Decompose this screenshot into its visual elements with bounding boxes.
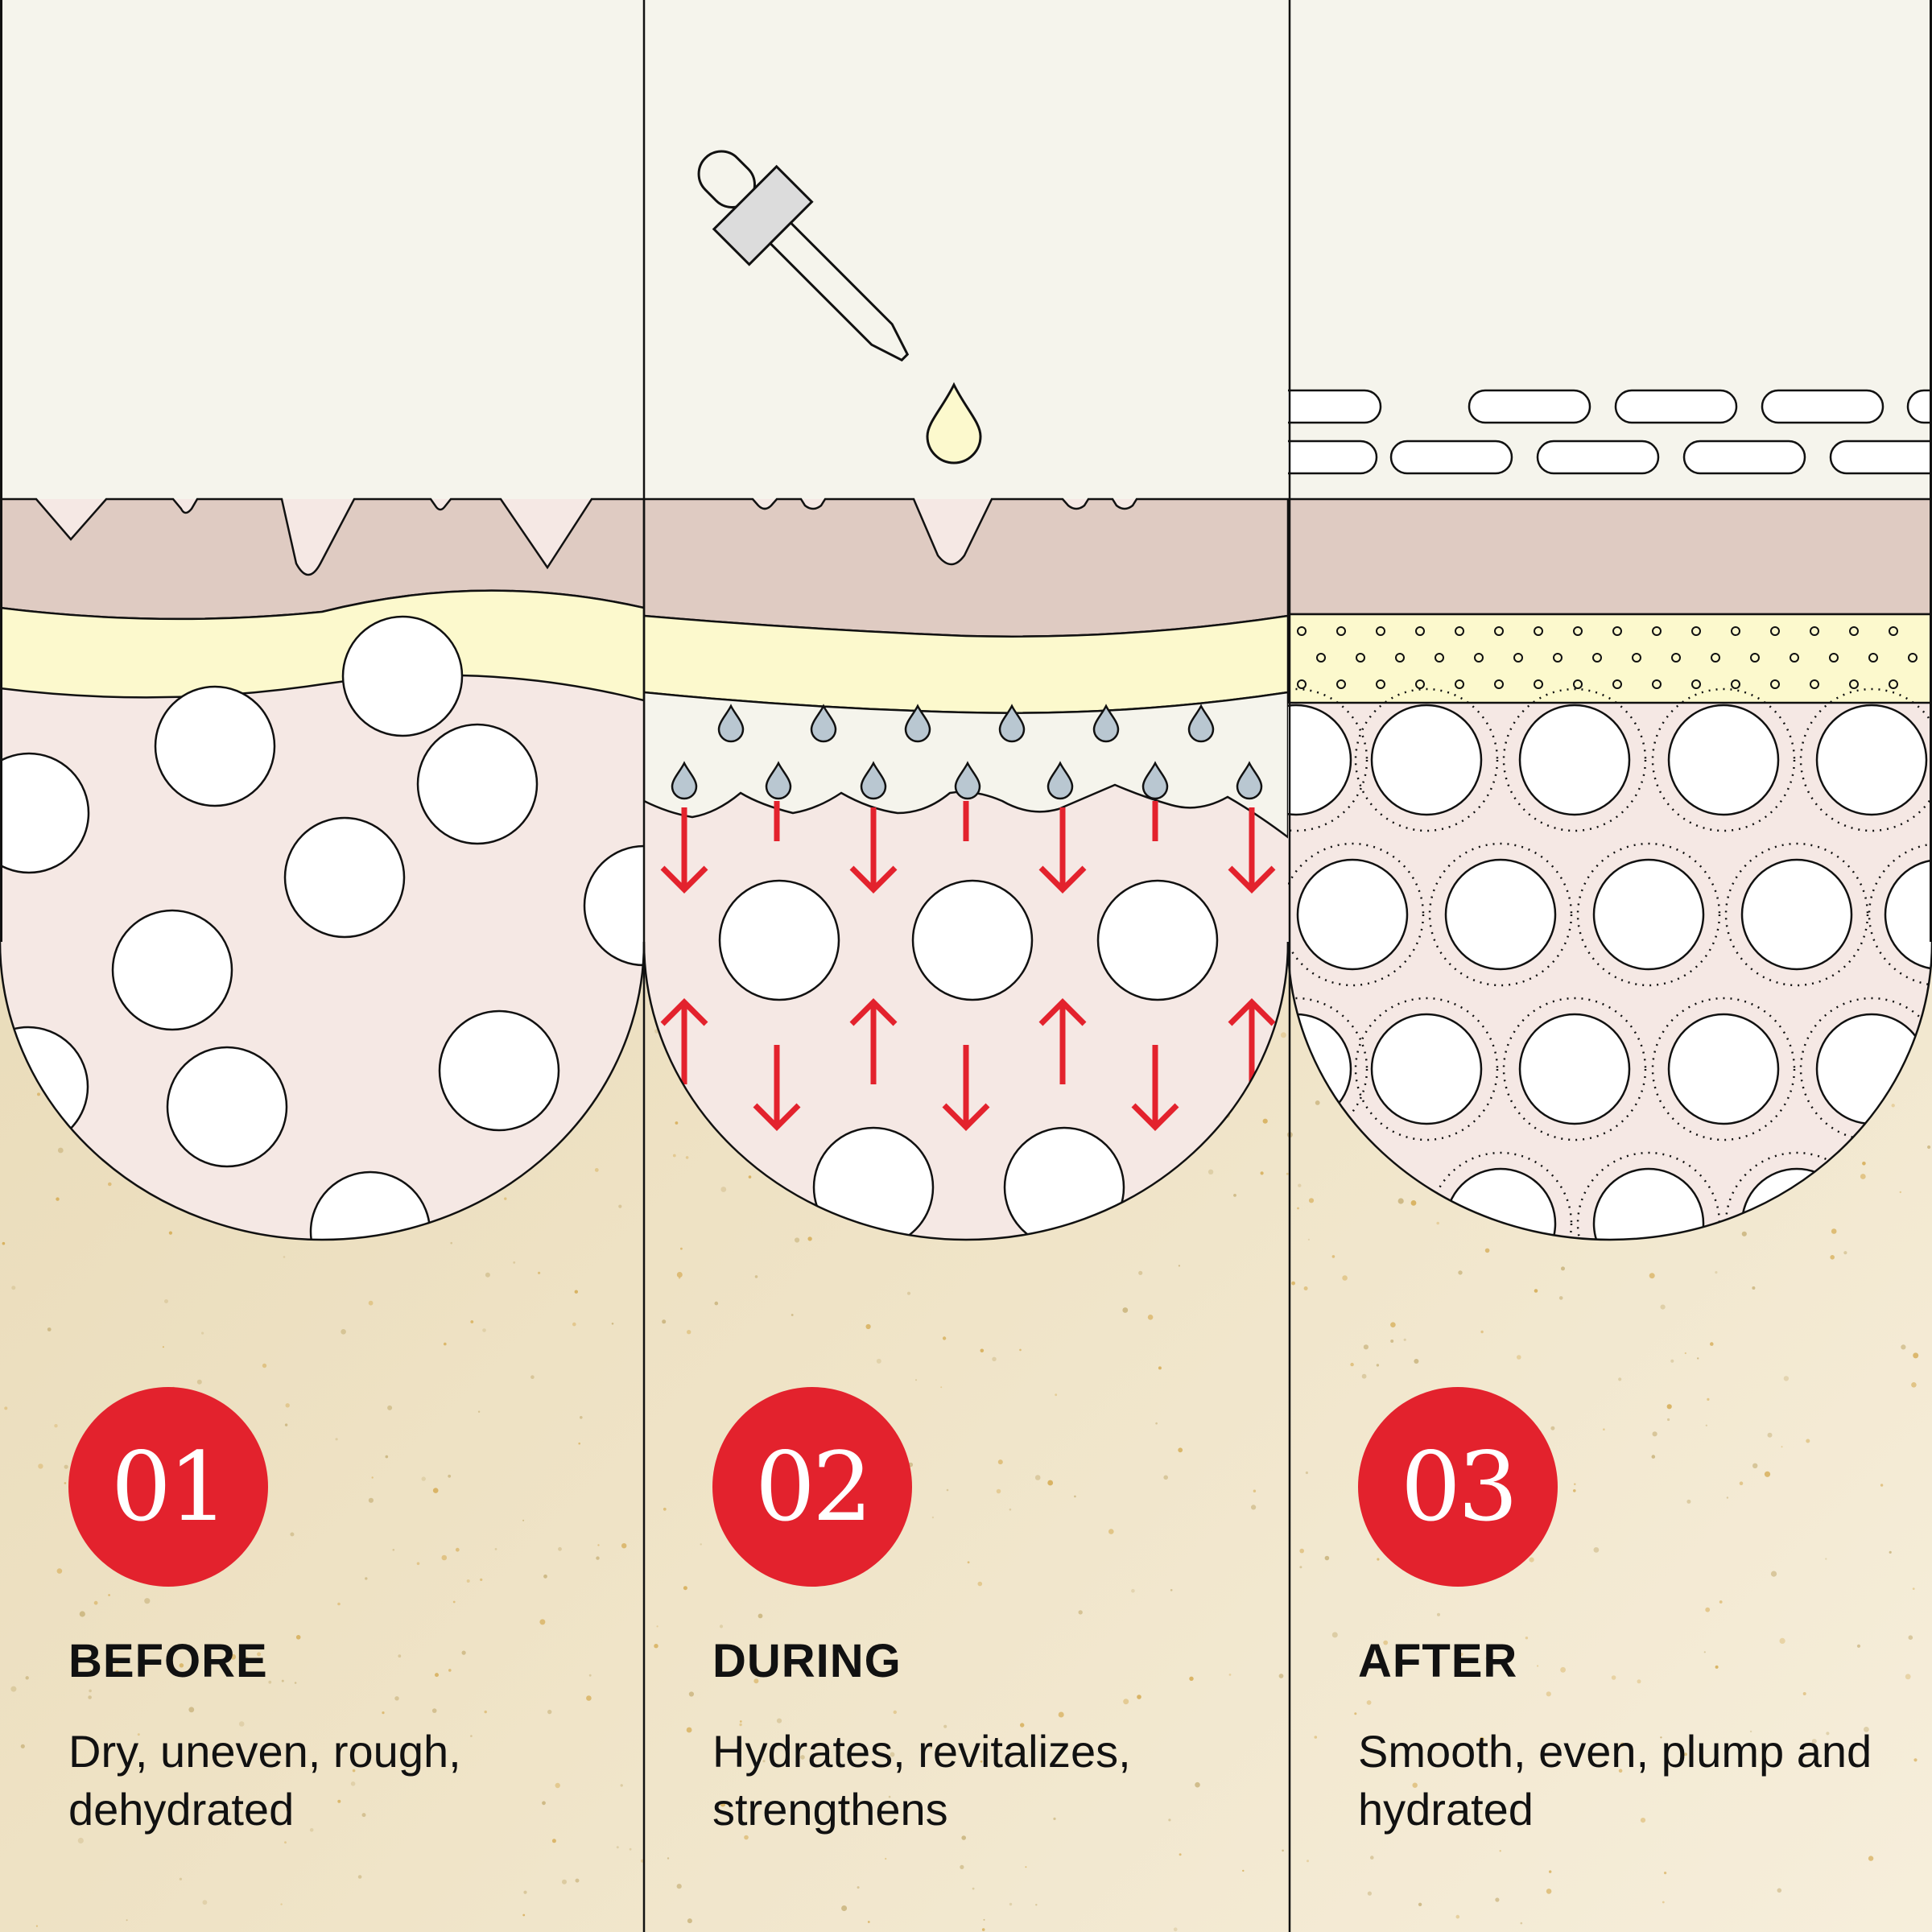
hydration-dot (1652, 679, 1662, 689)
hydration-dot (1810, 679, 1819, 689)
water-drop-icon (998, 704, 1026, 743)
skin-cell (1518, 704, 1631, 816)
hydration-dot (1455, 679, 1464, 689)
barrier-pill (1614, 389, 1738, 424)
skin-cell (583, 844, 644, 967)
skin-cell (911, 879, 1034, 1001)
skin-cell (1444, 858, 1557, 971)
skin-cell (1096, 879, 1219, 1001)
skin-cell (1370, 704, 1483, 816)
water-drop-icon (1141, 761, 1169, 800)
skin-cell (0, 752, 90, 874)
hydration-dot (1415, 626, 1425, 636)
hydration-dot (1494, 626, 1504, 636)
water-drop-icon (765, 761, 792, 800)
hydration-dot (1297, 626, 1307, 636)
hydration-dot (1849, 626, 1859, 636)
hydration-dot (1731, 626, 1740, 636)
step-description: Smooth, even, plump and hydrated (1358, 1726, 1872, 1835)
skin-cell (1592, 858, 1705, 971)
water-drop-icon (810, 704, 837, 743)
barrier-pill (1536, 440, 1660, 475)
panel-after-illustration (1288, 0, 1932, 1240)
hydration-dot (1336, 679, 1346, 689)
skin-cell (1815, 704, 1928, 816)
skin-cell (416, 723, 539, 845)
water-drop-icon (1236, 761, 1263, 800)
barrier-pill (1829, 440, 1932, 475)
water-drop-icon (1187, 704, 1215, 743)
hydration-dot (1534, 626, 1543, 636)
water-drop-icon (904, 704, 931, 743)
panel-before: 01 BEFORE Dry, uneven, rough, dehydrated (0, 0, 644, 1932)
skin-cell (166, 1046, 288, 1168)
skin-cell (1667, 1013, 1780, 1125)
barrier-pill (1389, 440, 1513, 475)
hydration-dot (1297, 679, 1307, 689)
panel-during: 02 DURING Hydrates, revitalizes, strengt… (644, 0, 1288, 1932)
skin-cell (1740, 858, 1853, 971)
hydration-dot (1376, 626, 1385, 636)
hydration-dot (1336, 626, 1346, 636)
barrier-pill (1288, 440, 1378, 475)
hydration-dot (1770, 626, 1780, 636)
epidermis-layer (1288, 497, 1932, 616)
panel-after: 03 AFTER Smooth, even, plump and hydrate… (1290, 0, 1932, 1932)
skin-cell (1592, 1167, 1705, 1240)
hydration-dot (1691, 626, 1701, 636)
step-description: Hydrates, revitalizes, strengthens (712, 1726, 1131, 1835)
barrier-pill (1761, 389, 1885, 424)
skin-cell (1518, 1013, 1631, 1125)
hydration-dot (1573, 679, 1583, 689)
skin-cell (111, 909, 233, 1031)
step-title: DURING (712, 1635, 902, 1687)
hydration-dot (1573, 626, 1583, 636)
step-number-badge: 01 (68, 1387, 268, 1587)
barrier-pill (1906, 389, 1932, 424)
serum-drop-icon (926, 382, 982, 464)
skin-cell (341, 615, 464, 737)
step-title: AFTER (1358, 1635, 1518, 1687)
skin-cell (1288, 704, 1352, 816)
hydration-dot (1810, 626, 1819, 636)
water-drop-icon (1092, 704, 1120, 743)
water-drop-icon (1046, 761, 1074, 800)
skin-cell (438, 1009, 560, 1132)
hydration-dot (1455, 626, 1464, 636)
step-description: Dry, uneven, rough, dehydrated (68, 1726, 461, 1835)
hydration-dot (1770, 679, 1780, 689)
skin-cell (1370, 1013, 1483, 1125)
hydration-dot (1889, 626, 1898, 636)
step-number-badge: 02 (712, 1387, 912, 1587)
hydration-dot (1731, 679, 1740, 689)
hydration-dot (1889, 679, 1898, 689)
hydration-dot (1612, 679, 1622, 689)
step-title: BEFORE (68, 1635, 268, 1687)
barrier-pill (1682, 440, 1806, 475)
hydration-dot (1415, 679, 1425, 689)
hydration-dot (1849, 679, 1859, 689)
skin-cell (1667, 704, 1780, 816)
skin-cell (1884, 858, 1932, 971)
hydration-dot (1376, 679, 1385, 689)
water-drop-icon (671, 761, 698, 800)
dropper-icon (697, 150, 910, 362)
hydration-dot (1534, 679, 1543, 689)
water-drop-icon (717, 704, 745, 743)
skin-cell (154, 685, 276, 807)
panel-before-illustration (0, 0, 644, 1240)
barrier-pill (1468, 389, 1591, 424)
hydration-dot (1494, 679, 1504, 689)
skin-cell (718, 879, 840, 1001)
step-number-badge: 03 (1358, 1387, 1558, 1587)
hydration-dot (1612, 626, 1622, 636)
hydration-dot (1691, 679, 1701, 689)
hydration-dot (1652, 626, 1662, 636)
water-drop-icon (954, 761, 981, 800)
skin-cell (283, 816, 406, 939)
skin-cell (1296, 858, 1409, 971)
water-drop-icon (860, 761, 887, 800)
